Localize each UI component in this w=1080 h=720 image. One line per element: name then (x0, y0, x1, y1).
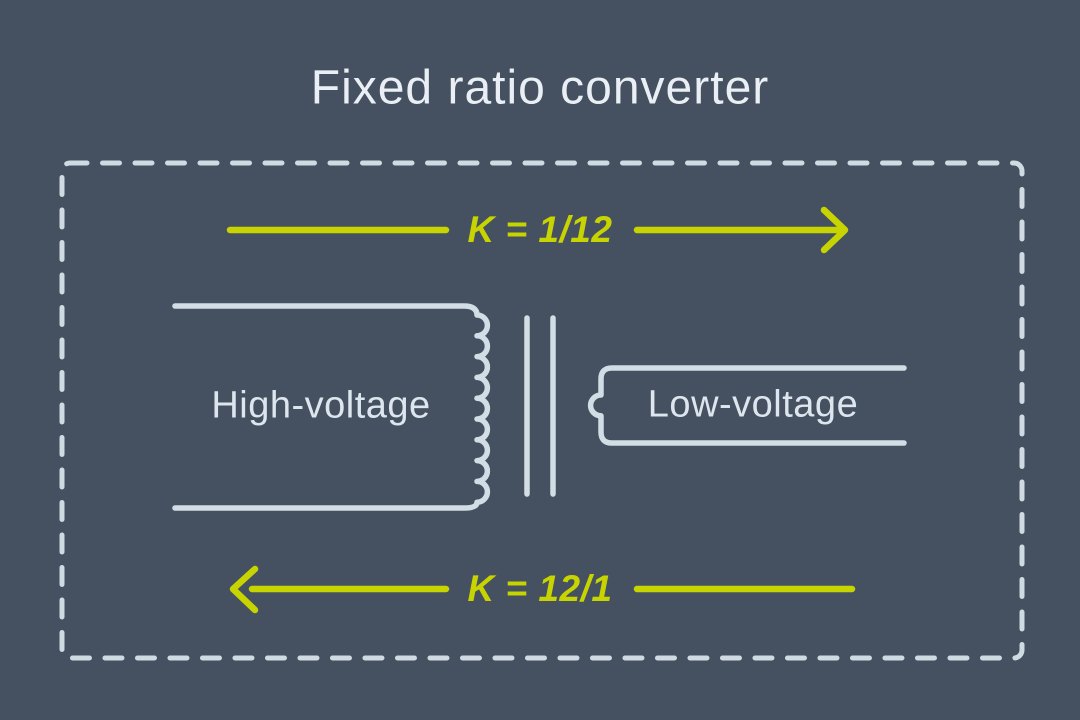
bottom-ratio-label: K = 12/1 (467, 568, 613, 609)
top-ratio-label: K = 1/12 (467, 209, 613, 250)
high-voltage-label: High-voltage (211, 384, 431, 427)
dashed-boundary (59, 160, 1025, 661)
transformer-group (172, 303, 907, 511)
ratio-arrows-group (226, 206, 856, 614)
high-voltage-winding-shape (172, 303, 491, 511)
low-voltage-label: Low-voltage (647, 383, 859, 426)
boundary-group (59, 160, 1025, 661)
diagram-title: Fixed ratio converter (310, 61, 770, 115)
top-arrow-head-right-icon (820, 206, 849, 254)
low-voltage-winding-shape (587, 365, 907, 446)
bottom-arrow-head-left-icon (229, 565, 259, 614)
